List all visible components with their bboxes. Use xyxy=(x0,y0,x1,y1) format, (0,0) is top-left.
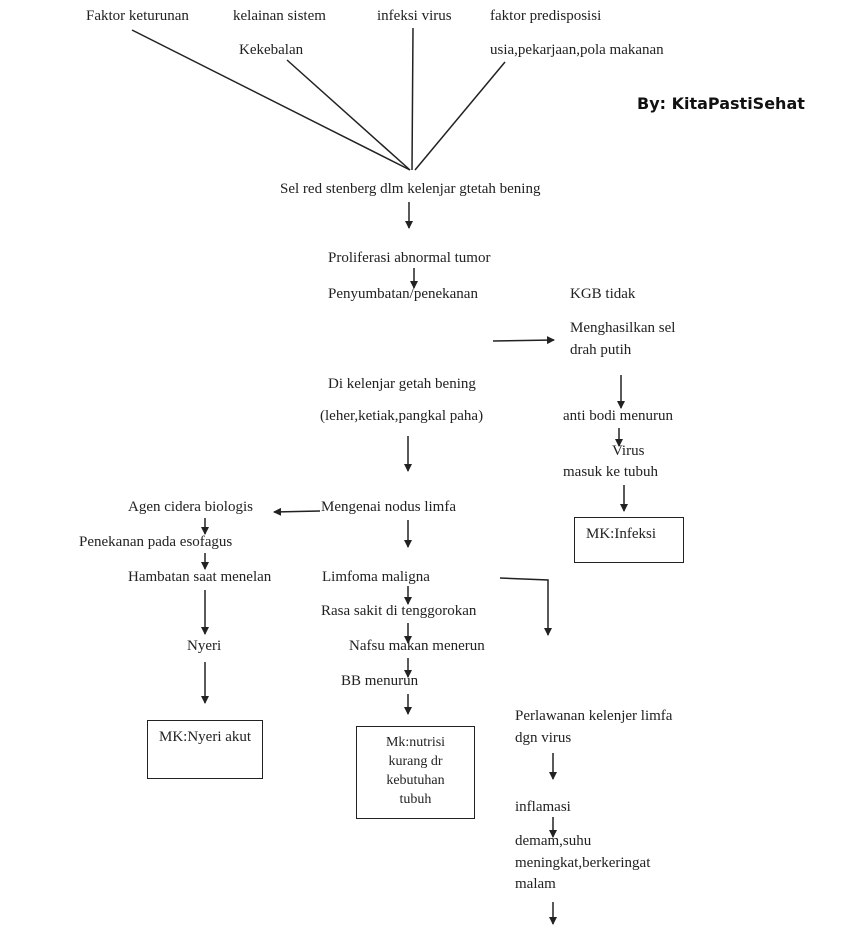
box-mk-nutrisi: Mk:nutrisi kurang dr kebutuhan tubuh xyxy=(356,726,475,819)
node-masuk-tubuh: masuk ke tubuh xyxy=(563,464,658,480)
node-anti-bodi: anti bodi menurun xyxy=(563,408,673,424)
node-leher-ketiak: (leher,ketiak,pangkal paha) xyxy=(320,408,484,424)
node-hambatan-menelan: Hambatan saat menelan xyxy=(128,569,272,585)
node-demam-3: malam xyxy=(515,876,556,892)
arrow-to-kgb xyxy=(492,336,555,345)
node-rasa-sakit: Rasa sakit di tenggorokan xyxy=(321,603,477,619)
node-demam-1: demam,suhu xyxy=(515,833,592,849)
arrow-limfoma-to-right xyxy=(499,577,552,636)
node-di-kelenjar: Di kelenjar getah bening xyxy=(328,376,476,392)
node-penekanan-esofagus: Penekanan pada esofagus xyxy=(79,534,233,550)
node-faktor-predisposisi: faktor predisposisi xyxy=(490,8,602,24)
box-mk-infeksi: MK:Infeksi xyxy=(574,517,684,563)
node-kelainan-sistem: kelainan sistem xyxy=(233,8,326,24)
box-mk-nutrisi-line-3: kebutuhan xyxy=(386,773,445,788)
node-infeksi-virus: infeksi virus xyxy=(377,8,452,24)
line-faktor-keturunan xyxy=(131,29,411,171)
node-demam-2: meningkat,berkeringat xyxy=(515,855,651,871)
line-faktor-predisposisi xyxy=(414,61,506,171)
box-mk-nyeri-akut-label: MK:Nyeri akut xyxy=(159,729,252,745)
box-mk-nutrisi-line-2: kurang dr xyxy=(388,754,443,769)
node-usia-pekerjaan: usia,pekarjaan,pola makanan xyxy=(490,42,664,58)
node-virus: Virus xyxy=(612,443,645,459)
node-agen-cidera: Agen cidera biologis xyxy=(128,499,253,515)
node-inflamasi: inflamasi xyxy=(515,799,571,815)
node-kgb-tidak: KGB tidak xyxy=(570,286,636,302)
node-limfoma-maligna: Limfoma maligna xyxy=(322,569,430,585)
node-nyeri: Nyeri xyxy=(187,638,222,654)
line-infeksi-virus xyxy=(411,27,414,171)
box-mk-nutrisi-line-1: Mk:nutrisi xyxy=(385,735,446,750)
node-perlawanan-1: Perlawanan kelenjer limfa xyxy=(515,708,673,724)
box-mk-nutrisi-line-4: tubuh xyxy=(399,792,432,807)
node-menghasilkan-2: drah putih xyxy=(570,342,632,358)
node-mengenai-nodus: Mengenai nodus limfa xyxy=(321,499,456,515)
arrow-mengenai-to-agen xyxy=(273,507,321,516)
box-mk-infeksi-label: MK:Infeksi xyxy=(586,526,656,542)
node-nafsu-makan: Nafsu makan menerun xyxy=(349,638,485,654)
node-faktor-keturunan: Faktor keturunan xyxy=(86,8,189,24)
node-menghasilkan-1: Menghasilkan sel xyxy=(570,320,676,336)
node-bb-menurun: BB menurun xyxy=(341,673,419,689)
watermark-text: By: KitaPastiSehat xyxy=(637,94,805,113)
node-perlawanan-2: dgn virus xyxy=(515,730,572,746)
node-sel-red-stenberg: Sel red stenberg dlm kelenjar gtetah ben… xyxy=(280,181,541,197)
node-penyumbatan: Penyumbatan/penekanan xyxy=(328,286,478,302)
box-mk-nyeri-akut: MK:Nyeri akut xyxy=(147,720,263,779)
node-proliferasi: Proliferasi abnormal tumor xyxy=(328,250,491,266)
node-kekebalan: Kekebalan xyxy=(239,42,304,58)
line-kekebalan xyxy=(286,59,411,171)
